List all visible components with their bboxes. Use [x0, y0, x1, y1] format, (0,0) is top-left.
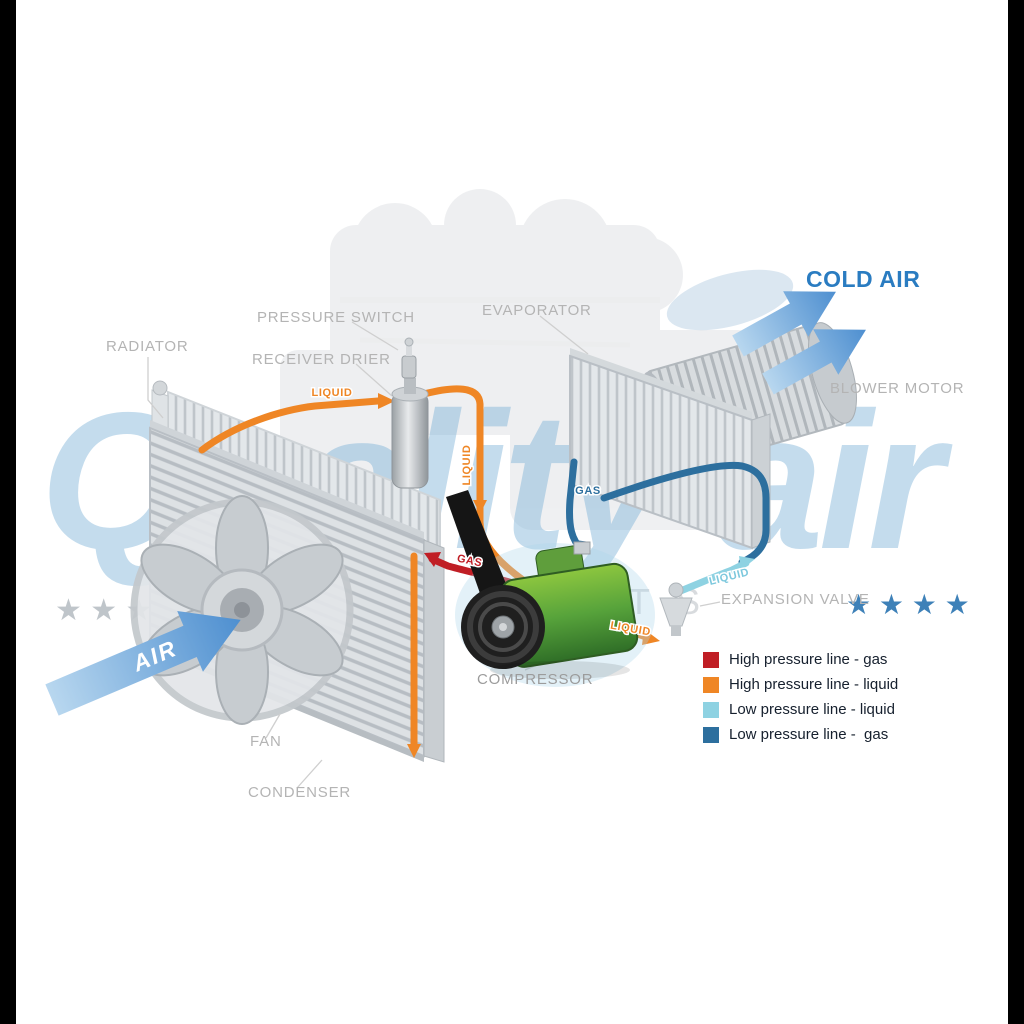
flow-label-liquid-to-drier: LIQUID	[312, 387, 353, 399]
legend-swatch-lp-gas	[703, 726, 719, 743]
fan	[130, 495, 354, 725]
legend-label-lp-gas: Low pressure line - gas	[729, 726, 889, 743]
label-compressor: COMPRESSOR	[477, 671, 594, 688]
flow-label-gas-lp: GAS	[575, 485, 601, 497]
legend-item-lp-gas: Low pressure line - gas	[703, 726, 898, 743]
label-expansion-valve: EXPANSION VALVE	[721, 591, 870, 608]
label-evaporator: EVAPORATOR	[482, 302, 592, 319]
flow-label-liquid-vertical: LIQUID	[461, 445, 473, 486]
label-fan: FAN	[250, 733, 282, 750]
pressure-switch	[401, 337, 417, 379]
label-blower-motor: BLOWER MOTOR	[830, 380, 965, 397]
legend-swatch-lp-liquid	[703, 701, 719, 718]
left-black-bar	[0, 0, 16, 1024]
legend-label-lp-liquid: Low pressure line - liquid	[729, 701, 895, 718]
legend-label-hp-liquid: High pressure line - liquid	[729, 676, 899, 693]
label-condenser: CONDENSER	[248, 784, 352, 801]
evaporator	[569, 348, 771, 550]
expansion-valve	[659, 582, 693, 636]
legend-item-hp-liquid: High pressure line - liquid	[703, 676, 898, 693]
pipe-low-pressure-liquid	[674, 556, 755, 596]
legend-swatch-hp-liquid	[703, 676, 719, 693]
legend: High pressure line - gas High pressure l…	[703, 651, 898, 743]
receiver-drier	[391, 378, 429, 489]
right-black-bar	[1008, 0, 1024, 1024]
cold-air-arrows	[732, 291, 866, 395]
watermark-stars-right: ★ ★ ★ ★	[846, 589, 970, 620]
legend-swatch-hp-gas	[703, 651, 719, 668]
intake-ghost	[666, 269, 794, 331]
label-cold-air: COLD AIR	[806, 266, 921, 292]
label-receiver-drier: RECEIVER DRIER	[252, 351, 391, 368]
legend-item-lp-liquid: Low pressure line - liquid	[703, 701, 898, 718]
legend-label-hp-gas: High pressure line - gas	[729, 651, 888, 668]
legend-item-hp-gas: High pressure line - gas	[703, 651, 898, 668]
label-pressure-switch: PRESSURE SWITCH	[257, 309, 415, 326]
compressor	[446, 490, 655, 687]
label-radiator: RADIATOR	[106, 338, 189, 355]
